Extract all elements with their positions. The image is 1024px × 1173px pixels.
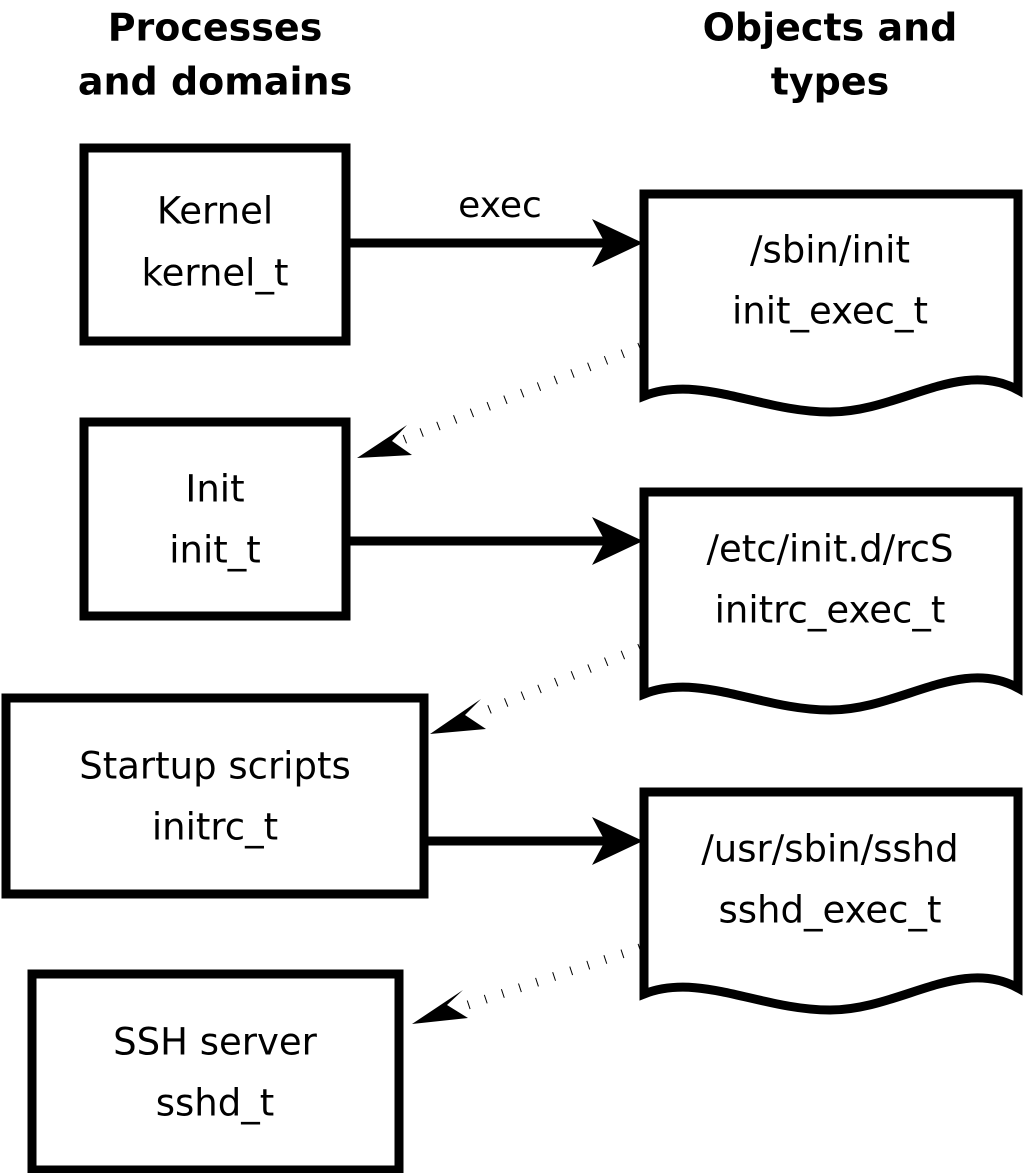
- process-node-ssh-server[interactable]: SSH server sshd_t: [27, 969, 404, 1173]
- object-doc-sbin-init[interactable]: [639, 189, 1023, 417]
- object-path-etc-initd-rcs: /etc/init.d/rcS: [706, 528, 953, 571]
- edge-init-to-initrcexec: [350, 517, 643, 565]
- edge-sshdexec-to-sshserver: [412, 943, 642, 1024]
- arrowhead-dotted-2: [430, 699, 486, 734]
- arrowhead-exec-3: [592, 817, 643, 865]
- object-type-usr-sbin-sshd: sshd_exec_t: [719, 889, 942, 932]
- object-path-usr-sbin-sshd: /usr/sbin/sshd: [701, 828, 958, 871]
- edge-startup-to-sshdexec: [428, 817, 643, 865]
- object-type-sbin-init: init_exec_t: [732, 290, 928, 333]
- arrowhead-exec-1: [592, 219, 643, 267]
- process-label-ssh-server: SSH server: [113, 1021, 317, 1064]
- process-box-startup-scripts[interactable]: [1, 693, 429, 899]
- process-type-startup-scripts: initrc_t: [152, 806, 278, 849]
- process-label-startup-scripts: Startup scripts: [79, 745, 350, 788]
- right-column-header: Objects and types: [703, 6, 958, 104]
- edge-kernel-to-init-exec: exec: [350, 185, 643, 267]
- process-node-startup-scripts[interactable]: Startup scripts initrc_t: [1, 693, 429, 899]
- edge-initrcexec-to-startup: [430, 643, 642, 734]
- left-header-line1: Processes: [108, 6, 323, 50]
- object-node-sbin-init[interactable]: /sbin/init init_exec_t: [639, 189, 1023, 417]
- process-box-kernel[interactable]: [79, 143, 351, 346]
- process-type-init: init_t: [169, 529, 261, 572]
- left-header-line2: and domains: [78, 60, 352, 104]
- object-node-usr-sbin-sshd[interactable]: /usr/sbin/sshd sshd_exec_t: [639, 787, 1023, 1015]
- process-box-init[interactable]: [79, 417, 351, 621]
- edge-initexec-to-init: [357, 342, 642, 458]
- right-header-line1: Objects and: [703, 6, 958, 50]
- arrowhead-dotted-3: [412, 990, 468, 1024]
- process-type-kernel: kernel_t: [142, 252, 289, 295]
- process-label-init: Init: [185, 468, 244, 511]
- process-type-ssh-server: sshd_t: [156, 1082, 275, 1125]
- left-column-header: Processes and domains: [78, 6, 352, 104]
- object-node-etc-initd-rcs[interactable]: /etc/init.d/rcS initrc_exec_t: [639, 487, 1023, 715]
- right-header-line2: types: [771, 60, 890, 104]
- object-doc-usr-sbin-sshd[interactable]: [639, 787, 1023, 1015]
- edge-line-dotted-2: [476, 643, 642, 719]
- process-label-kernel: Kernel: [157, 190, 273, 233]
- edge-label-exec: exec: [458, 185, 542, 226]
- edge-line-dotted-1: [398, 342, 642, 446]
- arrowhead-exec-2: [592, 517, 643, 565]
- process-node-init[interactable]: Init init_t: [79, 417, 351, 621]
- object-path-sbin-init: /sbin/init: [750, 229, 910, 272]
- object-type-etc-initd-rcs: initrc_exec_t: [715, 589, 946, 632]
- arrowhead-dotted-1: [357, 425, 412, 458]
- process-node-kernel[interactable]: Kernel kernel_t: [79, 143, 351, 346]
- object-doc-etc-initd-rcs[interactable]: [639, 487, 1023, 715]
- edge-line-dotted-3: [460, 943, 642, 1012]
- process-box-ssh-server[interactable]: [27, 969, 404, 1173]
